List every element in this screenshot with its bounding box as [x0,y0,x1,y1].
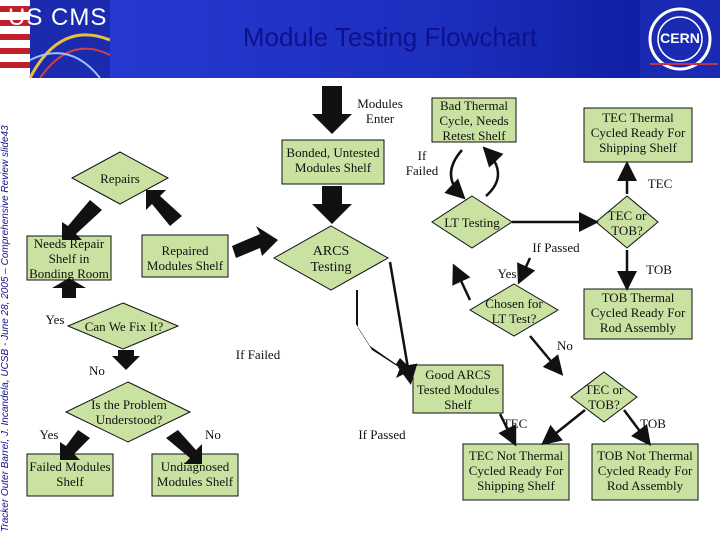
lt-testing-diamond [431,195,513,249]
arcs-testing-label: ARCS Testing [310,244,352,275]
problem-no-arrow [166,430,202,464]
if-passed-bottom-label: If Passed [358,427,406,442]
tec-or-tob-top-diamond [595,195,659,249]
page-title: Module Testing Flowchart [242,22,538,52]
if-passed-right-label: If Passed [532,240,580,255]
repaired-to-repairs-arrow [146,190,182,226]
tec-not-thermal-box [462,443,570,501]
no-bottom-label: No [205,427,221,442]
if-failed-top-label: If Failed [405,148,439,178]
repaired-to-arcs-arrow [232,226,278,258]
chosen-no-arrow [529,335,564,376]
tob-thermal-rod-label: TOB Thermal Cycled Ready For Rod Assembl… [590,290,686,335]
lt-to-chosen-arrow [517,257,536,285]
is-problem-label: Is the Problem Understood? [91,397,167,427]
tec-or-tob-bottom-label: TEC or TOB? [584,382,624,412]
is-problem-diamond [64,381,192,443]
bonded-to-lt-arrow [312,186,352,224]
needs-from-canfix-arrow [52,278,86,298]
repaired-modules-box [141,234,229,278]
can-we-fix-label: Can We Fix It? [84,319,164,334]
tec-bottom-label: TEC [502,416,528,431]
modules-enter-arrow [312,86,352,134]
yes-bottom-label: Yes [39,427,59,442]
tec-thermal-shipping-box [583,107,693,163]
bonded-untested-label: Bonded, Untested Modules Shelf [286,145,380,175]
arcs-testing-diamond [272,225,390,291]
tob-bottom-label: TOB [640,416,666,431]
tec-or-tob-bottom-diamond [570,371,638,423]
needs-repair-label: Needs Repair Shelf in Bonding Room [29,236,109,281]
failed-modules-box [26,453,114,497]
canfix-no-arrow [112,350,140,370]
bonded-untested-box [281,139,385,185]
tec-not-thermal-label: TEC Not Thermal Cycled Ready For Shippin… [468,448,564,493]
yes-lt-label: Yes [497,266,517,281]
header-background [0,0,720,78]
retest-loop-arrow [444,149,466,200]
lt-testing-label: LT Testing [444,215,500,230]
repairs-diamond [70,151,170,205]
retest-return-arrow [482,146,504,197]
uscms-logo: US CMS [0,0,110,78]
tob-not-thermal-box [591,443,699,501]
good-arcs-box [412,364,504,414]
needs-repair-box [26,235,112,281]
yes-left-label: Yes [45,312,65,327]
bad-thermal-box [431,97,517,143]
bad-thermal-label: Bad Thermal Cycle, Needs Retest Shelf [439,98,509,143]
tob-right-label: TOB [646,262,672,277]
arcs-to-good-arrow [388,261,418,385]
chosen-lt-diamond [469,283,559,337]
tec-or-tob-top-label: TEC or TOB? [607,208,647,238]
bottom-tec-arrow [541,409,586,446]
chosen-lt-label: Chosen for LT Test? [485,296,543,326]
can-we-fix-diamond [66,302,180,350]
failed-modules-label: Failed Modules Shelf [29,459,111,489]
good-arcs-label: Good ARCS Tested Modules Shelf [416,367,500,412]
tob-not-thermal-label: TOB Not Thermal Cycled Ready For Rod Ass… [597,448,693,493]
repairs-to-needs-arrow [62,200,102,240]
no-left-label: No [89,363,105,378]
tec-thermal-shipping-label: TEC Thermal Cycled Ready For Shipping Sh… [590,110,686,155]
problem-yes-arrow [60,430,90,460]
slide-header: US CMS Module Testing Flowchart CERN [0,0,720,78]
repairs-label: Repairs [100,171,140,186]
repaired-modules-label: Repaired Modules Shelf [146,243,224,273]
no-chosen-label: No [557,338,573,353]
good-to-tec-arrow [498,413,517,447]
tob-thermal-rod-box [583,288,693,340]
undiagnosed-label: Undiagnosed Modules Shelf [156,459,234,489]
tec-top-label: TEC [647,176,673,191]
modules-enter-label: Modules Enter [357,96,403,126]
bottom-tob-arrow [623,409,651,446]
cern-logo: CERN [640,0,720,78]
chosen-yes-arrow [452,263,472,301]
if-failed-mid-label: If Failed [235,347,281,362]
arcs-to-failed-arrow [340,290,412,378]
